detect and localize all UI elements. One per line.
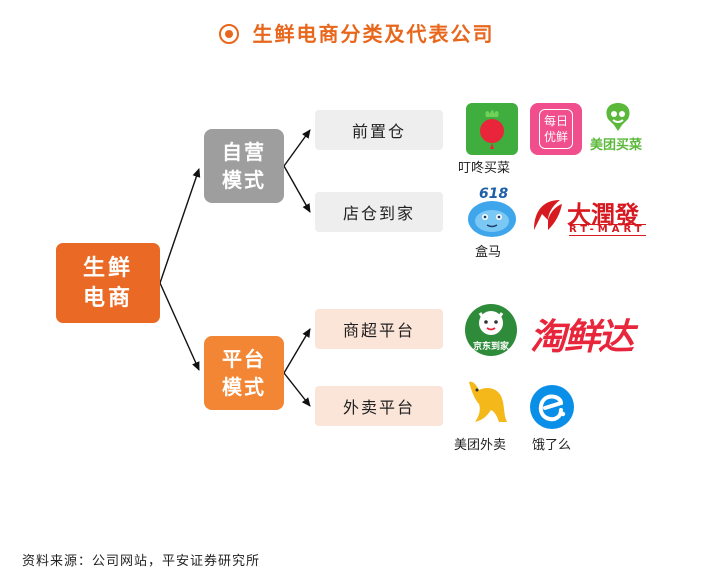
title-bullet-icon <box>218 24 239 44</box>
eleme-logo-icon <box>530 385 574 429</box>
title-text: 生鲜电商分类及代表公司 <box>252 22 495 46</box>
diagram-title: 生鲜电商分类及代表公司 <box>0 18 713 47</box>
node-self-operated-mode: 自营模式 <box>204 129 284 203</box>
source-note: 资料来源：公司网站，平安证券研究所 <box>22 554 261 569</box>
arrow-platform-to-shangchao <box>283 328 311 374</box>
rtmart-logo-subtext: RT-MART <box>569 224 646 236</box>
arrow-platform-to-waimai <box>283 372 311 407</box>
root-node-fresh-ecommerce: 生鲜电商 <box>56 243 160 323</box>
node-platform-mode: 平台模式 <box>204 336 284 410</box>
jd-daojia-logo-icon <box>465 304 517 356</box>
meituan-maicai-logo-text: 美团买菜 <box>590 138 643 153</box>
meituan-waimai-kangaroo-icon <box>469 381 507 422</box>
jd-daojia-logo-text: 京东到家 <box>472 342 509 352</box>
caption-eleme: 饿了么 <box>532 438 572 453</box>
leaf-waimai-pingtai: 外卖平台 <box>315 386 443 426</box>
arrow-self-to-qianzhicang <box>283 129 311 167</box>
leaf-shangchao-pingtai: 商超平台 <box>315 309 443 349</box>
hema-logo-icon <box>468 201 516 237</box>
caption-hema: 盒马 <box>475 245 502 260</box>
hema-618-text: 618 <box>479 186 509 202</box>
leaf-qianzhicang: 前置仓 <box>315 110 443 150</box>
arrow-root-to-self <box>159 168 201 284</box>
dingdong-logo-icon <box>466 103 518 155</box>
meiri-youxian-logo-icon: 每日优鲜 <box>530 103 582 155</box>
leaf-diancang-daojia: 店仓到家 <box>315 192 443 232</box>
rtmart-logo-icon <box>534 200 562 230</box>
arrow-self-to-diancang <box>283 165 311 213</box>
taoxianda-logo-text: 淘鲜达 <box>530 317 634 358</box>
caption-meituan-waimai: 美团外卖 <box>454 438 507 453</box>
meituan-maicai-logo-icon <box>606 103 630 131</box>
caption-dingdong: 叮咚买菜 <box>458 161 511 176</box>
arrow-root-to-platform <box>159 282 200 371</box>
